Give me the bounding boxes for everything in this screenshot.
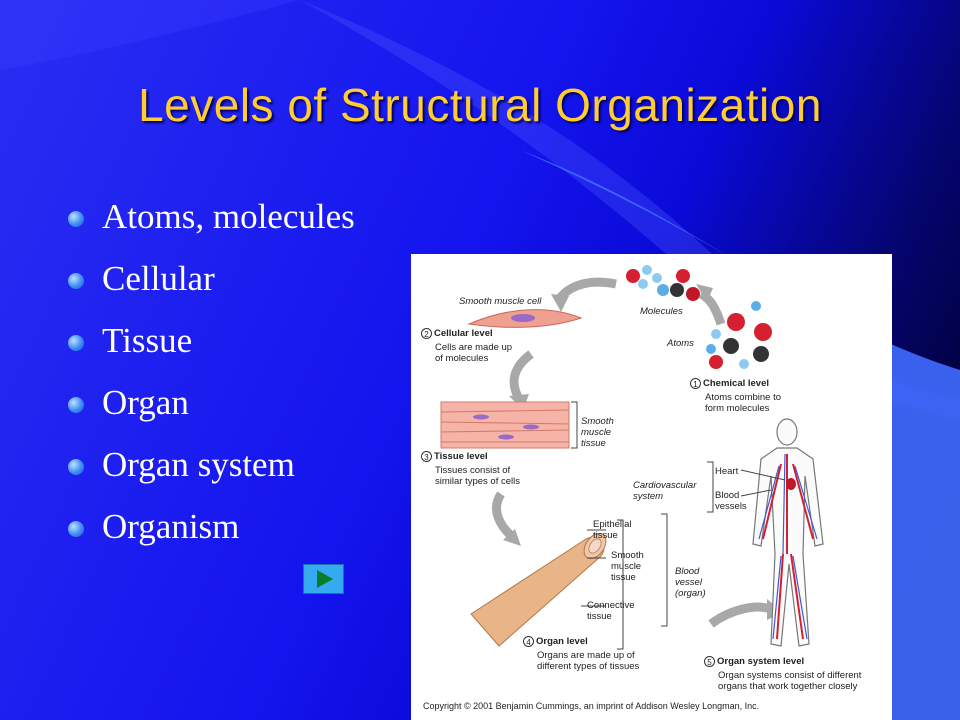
bullet-item: Organ system [68, 438, 355, 500]
bullet-item: Organism [68, 500, 355, 562]
bullet-item: Cellular [68, 252, 355, 314]
label-smooth-muscle-cell: Smooth muscle cell [459, 296, 542, 307]
bullet-item: Organ [68, 376, 355, 438]
label-atoms: Atoms [667, 338, 694, 349]
bullet-item: Tissue [68, 314, 355, 376]
next-slide-button[interactable] [303, 564, 344, 594]
label-molecules: Molecules [640, 306, 683, 317]
bullet-icon [68, 521, 84, 537]
bullet-icon [68, 459, 84, 475]
bullet-list: Atoms, molecules Cellular Tissue Organ O… [68, 190, 355, 562]
bullet-item: Atoms, molecules [68, 190, 355, 252]
copyright-notice: Copyright © 2001 Benjamin Cummings, an i… [423, 701, 760, 711]
play-triangle-icon [317, 570, 333, 588]
bullet-icon [68, 273, 84, 289]
slide-title: Levels of Structural Organization [138, 79, 822, 131]
bullet-icon [68, 397, 84, 413]
figure-illustration [440, 265, 824, 650]
bullet-icon [68, 211, 84, 227]
bullet-icon [68, 335, 84, 351]
label-heart: Heart [715, 466, 739, 477]
